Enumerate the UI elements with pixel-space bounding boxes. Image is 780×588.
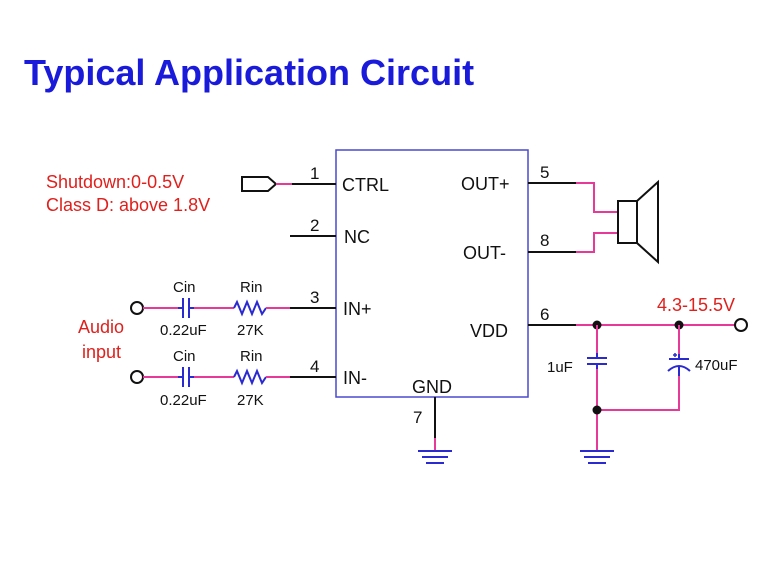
pin8-number: 8 bbox=[540, 231, 549, 250]
audio-input-label-2: input bbox=[82, 342, 121, 362]
cin-bottom-name: Cin bbox=[173, 348, 196, 365]
cin-bottom-value: 0.22uF bbox=[160, 392, 207, 409]
c-1uf-capacitor-icon bbox=[587, 353, 607, 369]
rin-bottom-value: 27K bbox=[237, 392, 264, 409]
speaker-icon bbox=[617, 179, 659, 265]
out-plus-wire bbox=[576, 182, 618, 213]
pin3-name: IN+ bbox=[343, 299, 372, 319]
class-d-note: Class D: above 1.8V bbox=[46, 195, 210, 215]
pin1-name: CTRL bbox=[342, 175, 389, 195]
pin3-number: 3 bbox=[310, 288, 319, 307]
c-470uf-capacitor-icon bbox=[667, 353, 691, 376]
c-470uf-label: 470uF bbox=[695, 357, 738, 374]
pin4-name: IN- bbox=[343, 368, 367, 388]
ic-body bbox=[335, 149, 529, 398]
pin7-name: GND bbox=[412, 377, 452, 397]
rin-top-name: Rin bbox=[240, 279, 263, 296]
rin-bottom-resistor-icon bbox=[233, 368, 267, 386]
page-title: Typical Application Circuit bbox=[24, 52, 475, 93]
pin1-number: 1 bbox=[310, 164, 319, 183]
cin-top-name: Cin bbox=[173, 279, 196, 296]
ground-icon bbox=[580, 450, 614, 464]
pin6-name: VDD bbox=[470, 321, 508, 341]
ic-ground-icon bbox=[418, 450, 452, 464]
audio-input-label-1: Audio bbox=[78, 317, 124, 337]
ctrl-input-arrow-icon bbox=[241, 176, 278, 192]
supply-terminal-icon bbox=[734, 318, 748, 332]
pin7-number: 7 bbox=[413, 408, 422, 427]
pin5-number: 5 bbox=[540, 163, 549, 182]
audio-terminal-bottom-icon bbox=[130, 370, 144, 384]
gnd-junction bbox=[592, 405, 602, 415]
rin-top-resistor-icon bbox=[233, 299, 267, 317]
pin4-number: 4 bbox=[310, 357, 319, 376]
rin-top-value: 27K bbox=[237, 322, 264, 339]
pin2-name: NC bbox=[344, 227, 370, 247]
cin-bottom-capacitor-icon bbox=[178, 367, 194, 387]
c-1uf-label: 1uF bbox=[547, 359, 573, 376]
cin-top-capacitor-icon bbox=[178, 298, 194, 318]
pin2-number: 2 bbox=[310, 216, 319, 235]
rin-bottom-name: Rin bbox=[240, 348, 263, 365]
supply-label: 4.3-15.5V bbox=[657, 295, 735, 315]
audio-terminal-top-icon bbox=[130, 301, 144, 315]
pin5-name: OUT+ bbox=[461, 174, 510, 194]
cin-top-value: 0.22uF bbox=[160, 322, 207, 339]
pin8-name: OUT- bbox=[463, 243, 506, 263]
pin6-number: 6 bbox=[540, 305, 549, 324]
shutdown-note: Shutdown:0-0.5V bbox=[46, 172, 184, 192]
out-minus-wire bbox=[576, 232, 618, 253]
